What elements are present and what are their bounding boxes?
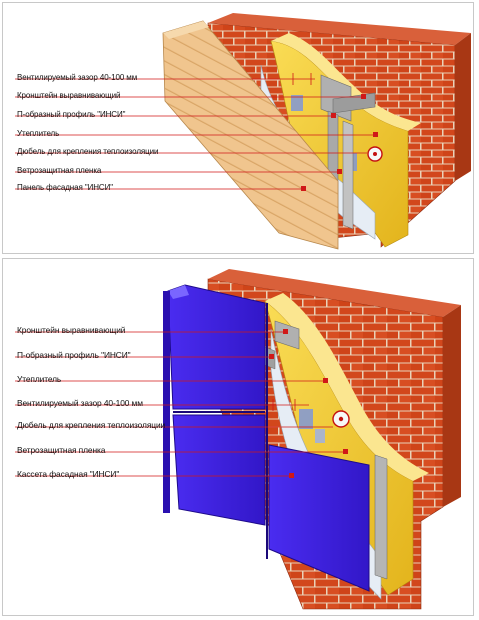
label-dowel: Дюбель для крепления теплоизоляции — [17, 420, 166, 430]
label-leveling-bracket: Кронштейн выравнивающий — [17, 325, 126, 335]
top-leader-lines — [15, 73, 378, 191]
label-wind-membrane: Ветрозащитная пленка — [17, 445, 106, 455]
cassette-facade-drawing — [15, 269, 461, 610]
label-wind-membrane: Ветрозащитная пленка — [17, 166, 102, 175]
insulation-dowel — [367, 146, 383, 162]
label-u-profile: П-образный профиль "ИНСИ" — [17, 110, 126, 119]
label-ventilated-gap: Вентилируемый зазор 40-100 мм — [17, 73, 138, 82]
bottom-leader-lines — [15, 329, 348, 478]
label-ventilated-gap: Вентилируемый зазор 40-100 мм — [17, 398, 143, 408]
insulation-dowel — [332, 410, 350, 428]
label-u-profile: П-образный профиль "ИНСИ" — [17, 350, 131, 360]
siding-facade-drawing — [15, 13, 471, 250]
metal-profiles — [320, 74, 376, 236]
label-insulation: Утеплитель — [17, 374, 62, 384]
label-dowel: Дюбель для крепления теплоизоляции — [17, 147, 159, 156]
label-leveling-bracket: Кронштейн выравнивающий — [17, 91, 121, 100]
label-facade-panel: Панель фасадная "ИНСИ" — [17, 183, 113, 192]
top-diagram-panel: Вентилируемый зазор 40-100 мм Кронштейн … — [2, 2, 474, 254]
facade-cassettes — [163, 284, 370, 592]
label-facade-cassette: Кассета фасадная "ИНСИ" — [17, 469, 120, 479]
label-insulation: Утеплитель — [17, 129, 60, 138]
bottom-diagram-panel: Кронштейн выравнивающий П-образный профи… — [2, 258, 474, 616]
